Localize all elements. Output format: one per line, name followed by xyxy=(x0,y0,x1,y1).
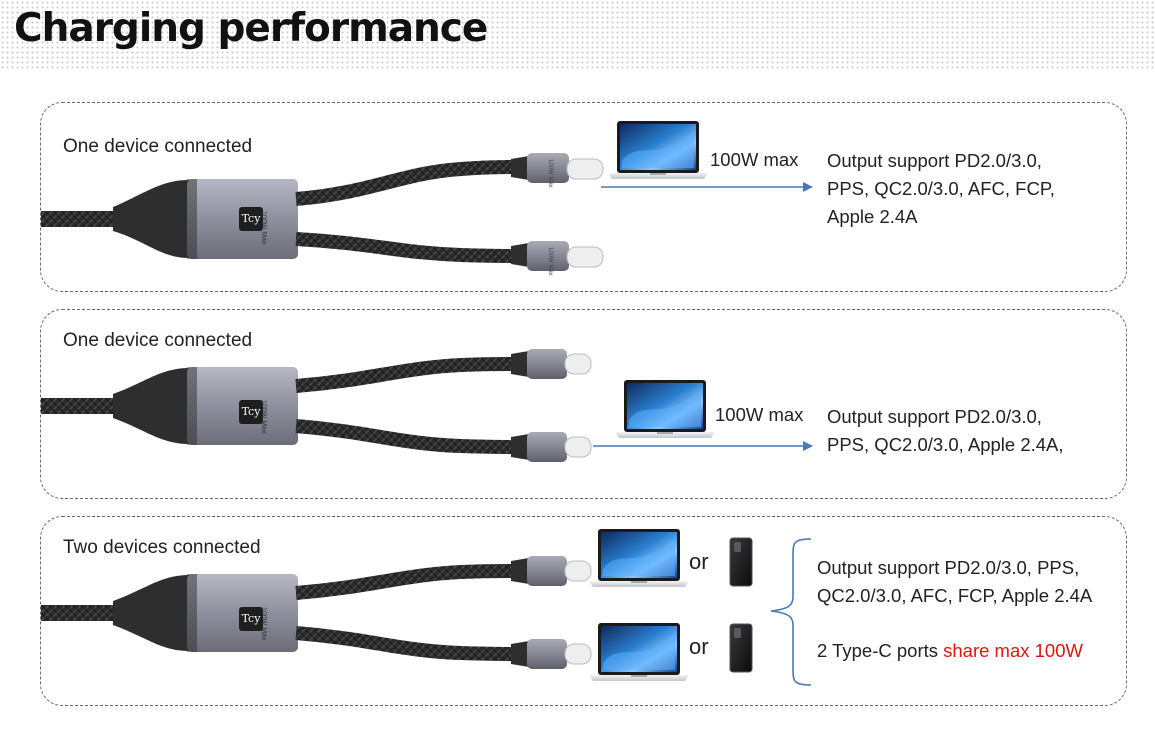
logo-badge: Tcy xyxy=(239,400,263,424)
logo-badge: Tcy xyxy=(239,607,263,631)
panel-one-device-bottom: Tcy 100W Max One device connected 100W m… xyxy=(40,309,1127,499)
spec-line: Apple 2.4A xyxy=(827,206,918,227)
cable-illustration xyxy=(41,349,813,462)
shared-prefix: 2 Type-C ports xyxy=(817,640,944,661)
panel-one-device-top: Tcy 100W Max 100W Max 100W Max One devic… xyxy=(40,102,1127,292)
logo-badge: Tcy xyxy=(239,207,263,231)
shared-highlight: share max 100W xyxy=(943,640,1083,661)
shared-power-note: 2 Type-C ports share max 100W xyxy=(817,637,1083,665)
panel-two-devices: Tcy 100W Max Two devices connected or or… xyxy=(40,516,1127,706)
or-label: or xyxy=(689,549,709,574)
spec-line: Output support PD2.0/3.0, PPS, xyxy=(817,557,1080,578)
page-title: Charging performance xyxy=(14,6,488,51)
spec-line: QC2.0/3.0, AFC, FCP, Apple 2.4A xyxy=(817,585,1093,606)
cable-illustration xyxy=(41,153,813,271)
laptop-icon xyxy=(608,121,708,179)
laptop-icon xyxy=(589,529,689,587)
spec-text: Output support PD2.0/3.0, PPS, QC2.0/3.0… xyxy=(827,147,1055,231)
plug-print: 100W Max xyxy=(547,247,553,276)
header-band xyxy=(0,0,1155,70)
hub-print: 100W Max xyxy=(260,607,267,641)
spec-text: Output support PD2.0/3.0, PPS, QC2.0/3.0… xyxy=(817,554,1092,610)
or-label: or xyxy=(689,634,709,659)
panel-label: One device connected xyxy=(63,330,253,351)
laptop-icon xyxy=(615,380,715,438)
power-label: 100W max xyxy=(715,404,804,425)
panel-label: Two devices connected xyxy=(63,537,261,558)
spec-line: PPS, QC2.0/3.0, AFC, FCP, xyxy=(827,178,1055,199)
plug-print: 100W Max xyxy=(547,159,553,188)
phone-icon xyxy=(729,537,753,587)
hub-print: 100W Max xyxy=(260,211,267,245)
laptop-icon xyxy=(589,623,689,681)
phone-icon xyxy=(729,623,753,673)
spec-line: PPS, QC2.0/3.0, Apple 2.4A, xyxy=(827,434,1064,455)
spec-text: Output support PD2.0/3.0, PPS, QC2.0/3.0… xyxy=(827,403,1064,459)
power-label: 100W max xyxy=(710,149,799,170)
panel-label: One device connected xyxy=(63,136,253,157)
spec-line: Output support PD2.0/3.0, xyxy=(827,150,1042,171)
spec-line: Output support PD2.0/3.0, xyxy=(827,406,1042,427)
hub-print: 100W Max xyxy=(260,400,267,434)
bracket-icon xyxy=(770,538,812,686)
